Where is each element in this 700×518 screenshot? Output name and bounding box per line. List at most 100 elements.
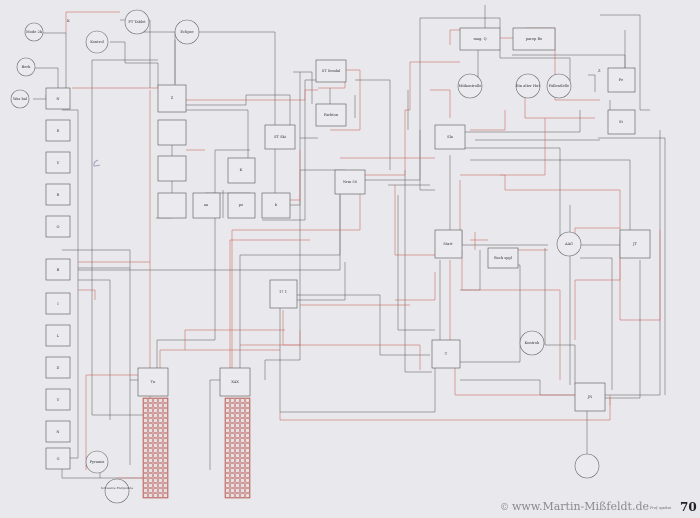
circle-label: Kontroh — [525, 341, 540, 345]
grid-cell — [153, 443, 158, 448]
grid-cell — [235, 458, 240, 463]
grid-cell — [245, 448, 250, 453]
grid-cell — [148, 493, 153, 498]
grid-cell — [230, 418, 235, 423]
circle-node — [124, 9, 150, 35]
grid-cell — [240, 423, 245, 428]
grid-cell — [148, 478, 153, 483]
grid-cell — [230, 433, 235, 438]
left-column: Mode 2k Berk Was bal K N E U R O B I L D… — [10, 19, 71, 470]
box-label: Bock spgl — [494, 256, 513, 260]
process-box — [157, 155, 187, 182]
letter-box-label: U — [56, 398, 59, 402]
grid-cell — [163, 478, 168, 483]
grid-cell — [143, 433, 148, 438]
circle-node — [10, 89, 30, 109]
grid-cell — [163, 453, 168, 458]
box-label: XAX — [231, 380, 239, 384]
letter-box — [45, 324, 71, 347]
grid-cell — [163, 398, 168, 403]
grid-cell — [225, 478, 230, 483]
grid-cell — [163, 468, 168, 473]
circle-node — [515, 73, 541, 99]
grid-cell — [235, 448, 240, 453]
grid-cell — [148, 438, 153, 443]
grid-cell — [143, 468, 148, 473]
grid-cell — [143, 463, 148, 468]
grid-cell — [143, 398, 148, 403]
circle-node — [85, 450, 109, 474]
grid-cell — [235, 478, 240, 483]
grid-cell — [240, 458, 245, 463]
grid-cell — [230, 403, 235, 408]
grid-cell — [163, 483, 168, 488]
grid-cell — [245, 423, 250, 428]
grid-cell — [153, 453, 158, 458]
grid-cell — [163, 463, 168, 468]
grid-cell — [143, 443, 148, 448]
grid-cell — [245, 483, 250, 488]
grid-border — [224, 397, 251, 499]
grid-cell — [158, 463, 163, 468]
circle-node — [546, 73, 572, 99]
grid-cell — [143, 438, 148, 443]
box-label: aa — [204, 203, 209, 207]
grid-cell — [163, 443, 168, 448]
grid-cell — [225, 423, 230, 428]
grid-cell — [158, 438, 163, 443]
process-box — [434, 124, 466, 150]
grid-cell — [143, 493, 148, 498]
grid-cell — [240, 428, 245, 433]
grid-cell — [158, 428, 163, 433]
grid-cell — [143, 488, 148, 493]
grid-cell — [225, 453, 230, 458]
grid-cell — [148, 473, 153, 478]
circle-label: Ein alter Hut — [516, 84, 540, 88]
grid-cell — [148, 413, 153, 418]
box-label: Start — [443, 242, 453, 246]
grid-cell — [245, 463, 250, 468]
grid-cell — [158, 398, 163, 403]
letter-box-label: D — [57, 366, 60, 370]
process-box — [157, 119, 187, 146]
grid-cell — [240, 438, 245, 443]
grid-cell — [158, 408, 163, 413]
top-circles: FT Tablet Kontrol Eclipse — [85, 9, 200, 54]
grid-cell — [245, 443, 250, 448]
grid-cell — [230, 428, 235, 433]
circle-label: Kontrol — [90, 40, 104, 44]
grid-cell — [158, 483, 163, 488]
grid-cell — [148, 398, 153, 403]
letter-box-label: N — [56, 97, 59, 101]
circle-label: Eclipse — [180, 30, 193, 34]
grid-cell — [230, 458, 235, 463]
grid-cell — [163, 403, 168, 408]
grid-cell — [230, 468, 235, 473]
grid-cell — [240, 483, 245, 488]
circle-node — [519, 330, 545, 356]
grid-cell — [163, 408, 168, 413]
grid-cell — [143, 428, 148, 433]
grid-cell — [225, 473, 230, 478]
circle-label: AAG — [564, 242, 573, 246]
process-box — [334, 169, 366, 195]
grid-cell — [158, 413, 163, 418]
grid-cell — [245, 473, 250, 478]
stray-label: K — [67, 19, 70, 23]
grid-cell — [148, 488, 153, 493]
grid-cell — [230, 463, 235, 468]
grid-cell — [163, 433, 168, 438]
letter-box-label: R — [57, 193, 60, 197]
letter-box — [45, 356, 71, 379]
grid-cell — [153, 463, 158, 468]
upper-right-block: mag. Q parop Re Mitkontrolle Ein alter H… — [434, 27, 636, 150]
process-box — [487, 247, 519, 269]
letter-box — [45, 292, 71, 315]
letter-box-label: U — [56, 161, 59, 165]
grid-cell — [245, 488, 250, 493]
letter-box — [45, 447, 71, 470]
process-box — [269, 279, 298, 309]
grid-cell — [235, 443, 240, 448]
grid-cell — [240, 473, 245, 478]
grid-cell — [143, 413, 148, 418]
